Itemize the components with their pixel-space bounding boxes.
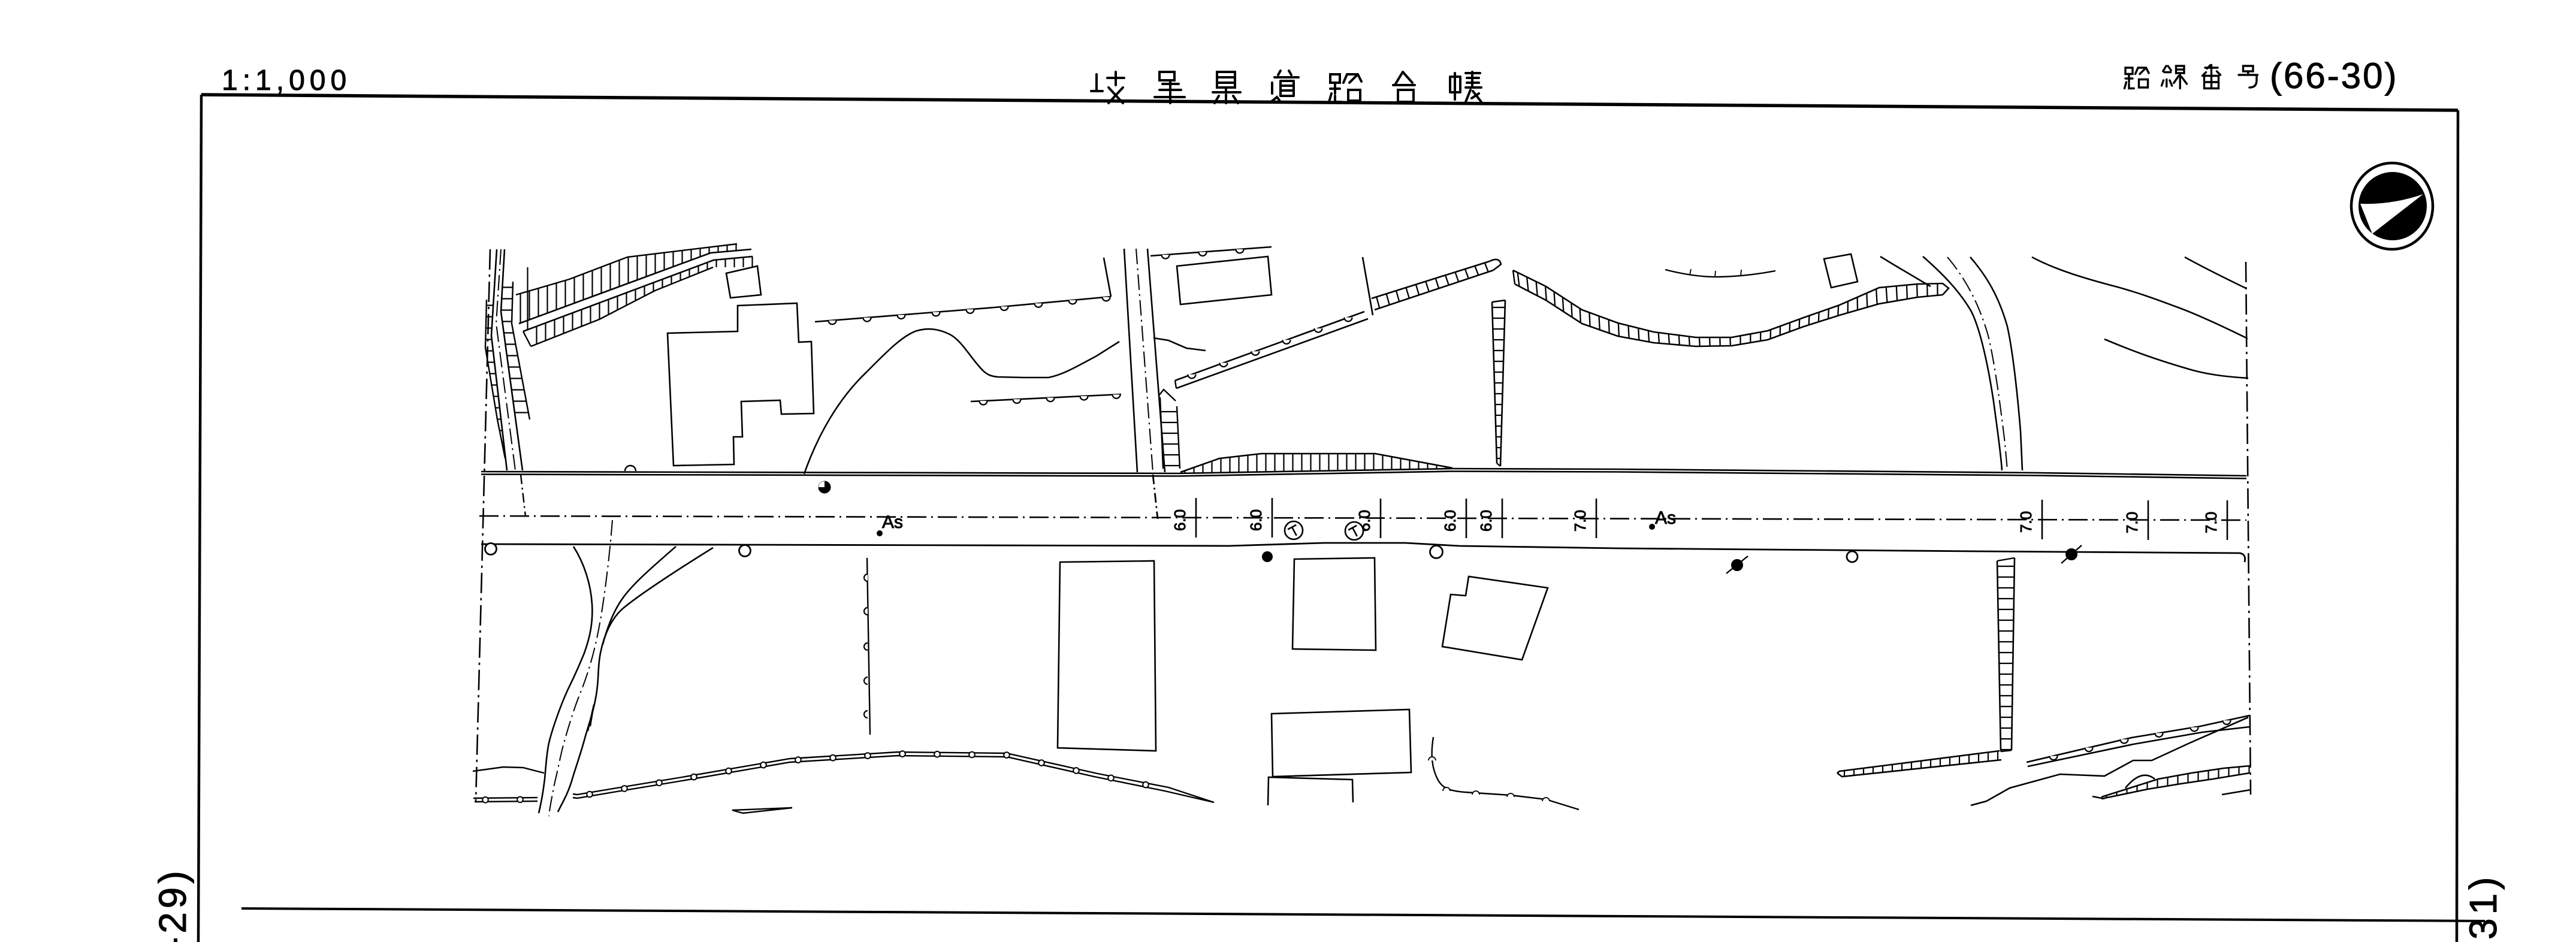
svg-text:(66-30): (66-30) xyxy=(2270,56,2398,96)
svg-text:7.0: 7.0 xyxy=(1571,510,1589,532)
svg-text:-29): -29) xyxy=(151,867,194,942)
svg-text:7.0: 7.0 xyxy=(2123,512,2141,533)
svg-text:6.0: 6.0 xyxy=(1247,509,1265,531)
svg-text:6.0: 6.0 xyxy=(1477,510,1495,532)
svg-text:7.0: 7.0 xyxy=(2202,512,2220,533)
svg-text:6.0: 6.0 xyxy=(1441,510,1459,532)
svg-text:7.0: 7.0 xyxy=(2017,511,2035,533)
svg-text:As: As xyxy=(1655,508,1676,528)
svg-text:As: As xyxy=(882,512,903,532)
svg-text:1:1,000: 1:1,000 xyxy=(222,65,351,96)
svg-text:6.0: 6.0 xyxy=(1171,509,1189,531)
svg-text:31): 31) xyxy=(2462,874,2505,940)
